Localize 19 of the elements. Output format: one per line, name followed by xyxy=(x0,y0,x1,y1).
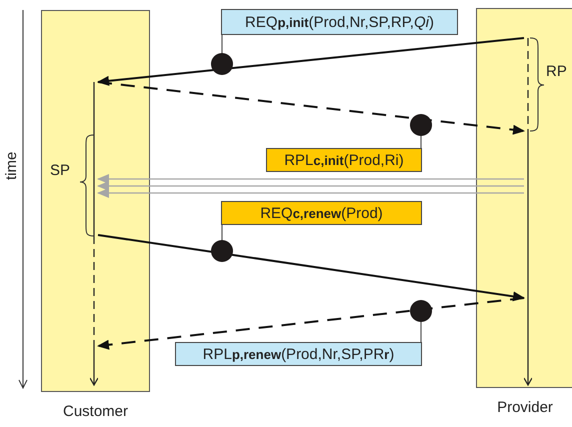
axis-label: time xyxy=(3,152,20,180)
message-arrow xyxy=(97,37,524,86)
brace-label: SP xyxy=(50,162,70,179)
message-label: RPLp,renew(Prod,Nr,SP,PRr) xyxy=(175,342,422,366)
leader-line xyxy=(410,114,432,148)
message-arrow xyxy=(98,234,525,302)
participant-name: Customer xyxy=(62,403,130,420)
message-arrow xyxy=(98,81,525,135)
leader-line xyxy=(210,34,234,76)
message-arrow xyxy=(97,297,524,350)
participant-name: Provider xyxy=(496,399,554,416)
leader-line xyxy=(410,300,432,342)
message-label: REQc,renew(Prod) xyxy=(221,201,422,225)
message-label: RPLc,init(Prod,Ri) xyxy=(266,148,422,172)
message-arrow xyxy=(97,188,524,198)
message-arrow xyxy=(97,174,524,184)
message-label: REQp,init(Prod,Nr,SP,RP,Qi) xyxy=(221,9,458,35)
message-arrow xyxy=(97,181,524,191)
brace-label: RP xyxy=(546,63,567,80)
